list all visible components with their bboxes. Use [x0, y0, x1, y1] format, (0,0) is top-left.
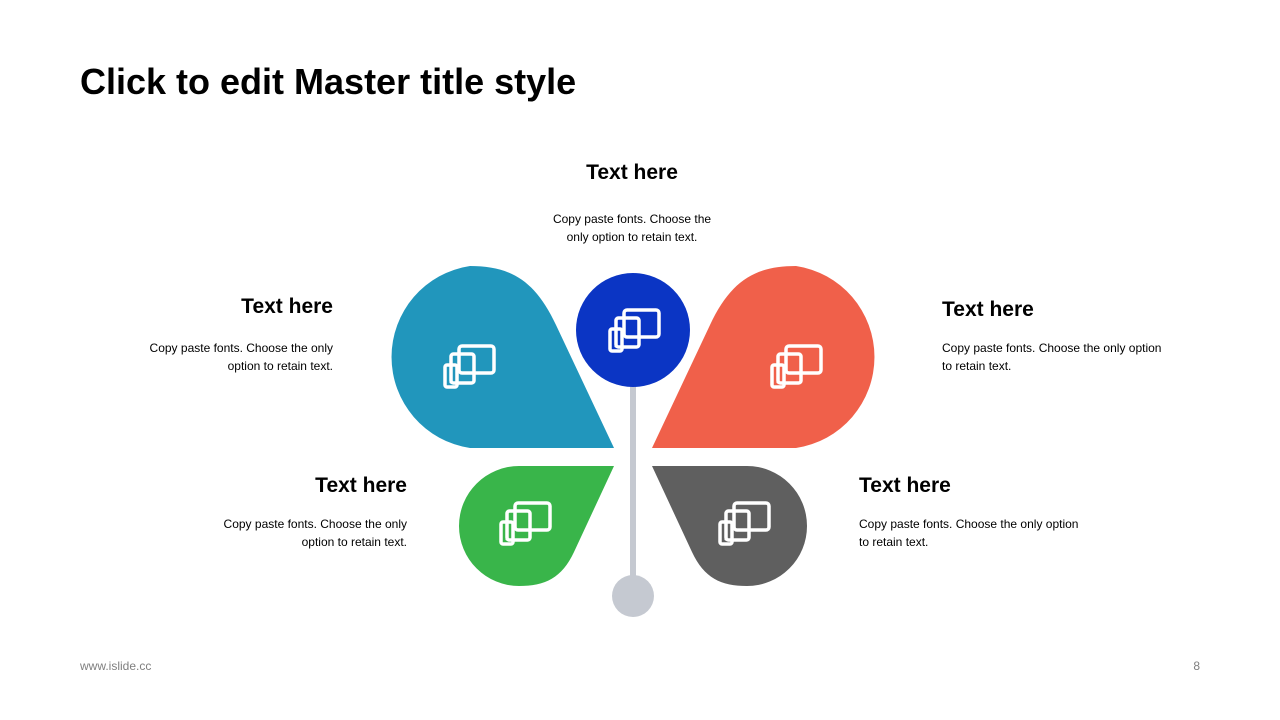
page-number: 8: [1193, 659, 1200, 673]
upper-right-text-block: Text here Copy paste fonts. Choose the o…: [942, 297, 1182, 375]
top-text-block: Text here Copy paste fonts. Choose the o…: [532, 160, 732, 246]
top-circle[interactable]: [576, 273, 690, 387]
upper-right-heading: Text here: [942, 298, 1034, 321]
lower-left-text-block: Text here Copy paste fonts. Choose the o…: [207, 473, 407, 551]
stem-line: [630, 383, 636, 583]
top-heading: Text here: [586, 161, 678, 184]
lower-left-wing[interactable]: [459, 466, 614, 586]
lower-right-heading: Text here: [859, 474, 951, 497]
upper-left-wing[interactable]: [391, 266, 614, 448]
upper-right-wing[interactable]: [652, 266, 875, 448]
top-description: Copy paste fonts. Choose the only option…: [552, 212, 712, 244]
upper-left-heading: Text here: [241, 295, 333, 318]
footer-url[interactable]: www.islide.cc: [80, 659, 152, 673]
upper-right-description: Copy paste fonts. Choose the only option…: [942, 341, 1162, 373]
lower-left-heading: Text here: [315, 474, 407, 497]
stem-base-circle: [612, 575, 654, 617]
lower-right-description: Copy paste fonts. Choose the only option…: [859, 517, 1079, 549]
slide-title: Click to edit Master title style: [80, 61, 577, 102]
upper-left-description: Copy paste fonts. Choose the only option…: [149, 341, 333, 373]
lower-right-text-block: Text here Copy paste fonts. Choose the o…: [859, 473, 1099, 551]
lower-left-description: Copy paste fonts. Choose the only option…: [223, 517, 407, 549]
lower-right-wing[interactable]: [652, 466, 807, 586]
upper-left-text-block: Text here Copy paste fonts. Choose the o…: [133, 294, 333, 375]
